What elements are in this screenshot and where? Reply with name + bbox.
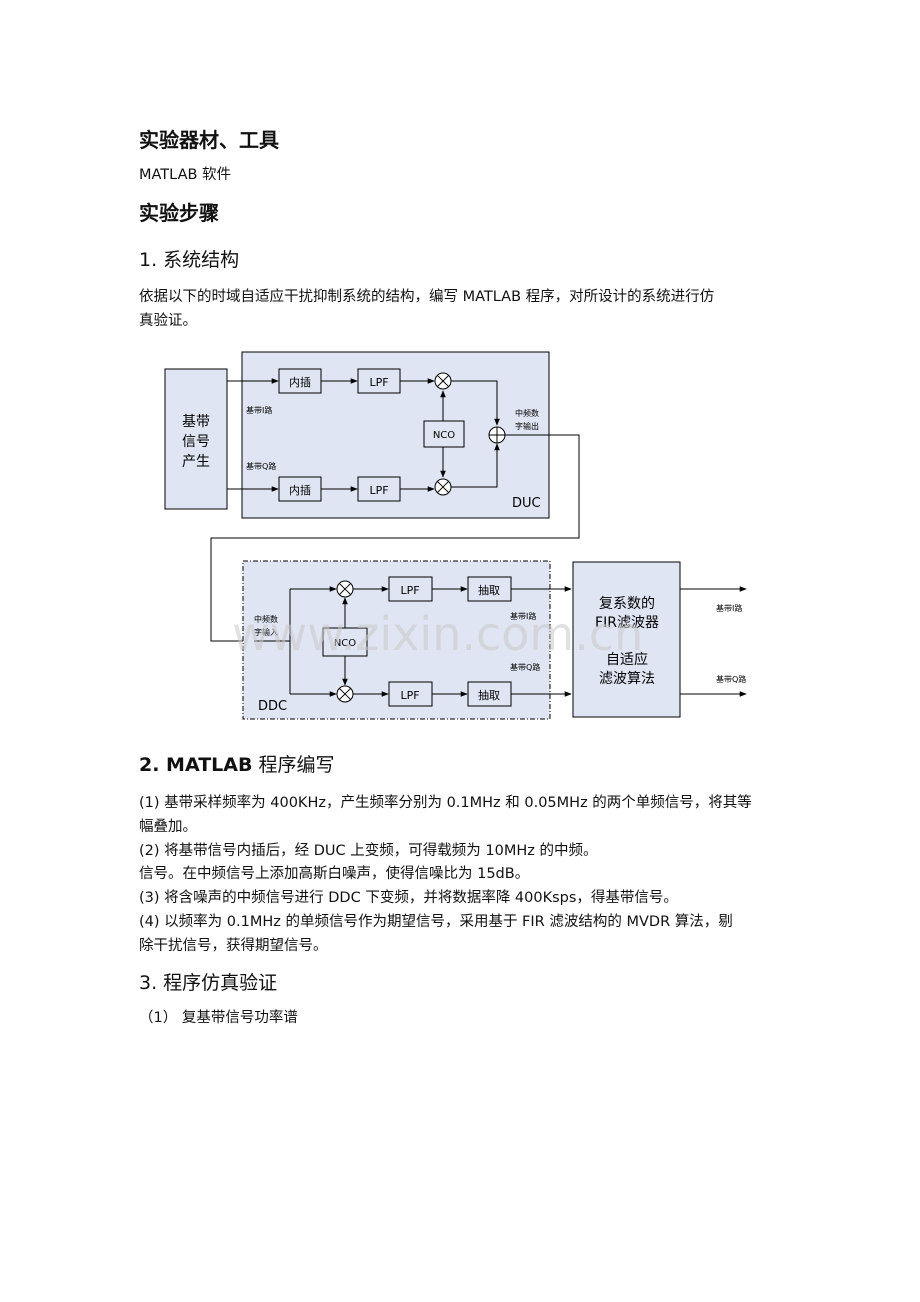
if-input-label-1: 中频数	[254, 614, 278, 624]
duc-lpf-i-block	[357, 368, 401, 394]
fir-label-4: 滤波算法	[599, 671, 655, 687]
step-item-3: (3) 将含噪声的中频信号进行 DDC 下变频，并将数据率降 400Ksps，得…	[139, 890, 678, 906]
output-q-label: 基带Q路	[716, 674, 746, 684]
source-label-1: 基带	[182, 413, 210, 430]
duc-ddc-connector	[210, 434, 580, 642]
duc-nco-label: NCO	[433, 430, 455, 441]
section1-text-line2: 真验证。	[139, 313, 197, 329]
section2-heading-rest: 程序编写	[252, 754, 335, 776]
ddc-baseband-q-label: 基带Q路	[510, 662, 540, 672]
source-label-3: 产生	[182, 454, 210, 470]
duc-baseband-i-label: 基带I路	[246, 405, 272, 415]
ddc-baseband-i-label: 基带I路	[510, 611, 536, 621]
section2-heading: 2. MATLAB 程序编写	[139, 750, 335, 777]
equipment-heading: 实验器材、工具	[139, 128, 279, 152]
ddc-decimate-i-label: 抽取	[478, 583, 500, 597]
duc-mixer-q-icon	[434, 478, 452, 496]
duc-interp-i-block	[278, 368, 322, 394]
ddc-mixer-i-icon	[336, 580, 354, 598]
steps-heading: 实验步骤	[139, 201, 219, 225]
ddc-nco-label: NCO	[334, 638, 356, 649]
duc-mixer-i-icon	[434, 372, 452, 390]
ddc-lpf-i-label: LPF	[400, 584, 419, 597]
ddc-decimate-q-label: 抽取	[478, 688, 500, 702]
output-i-label: 基带I路	[716, 603, 742, 613]
if-input-label-2: 字输入	[254, 627, 278, 637]
ddc-label: DDC	[258, 699, 287, 714]
duc-interp-i-label: 内插	[289, 375, 311, 389]
source-label-2: 信号	[182, 434, 210, 450]
watermark: www.zixin.com.cn	[232, 607, 643, 661]
section1-text-line1: 依据以下的时域自适应干扰抑制系统的结构，编写 MATLAB 程序，对所设计的系统…	[139, 289, 715, 305]
signal-source-block	[164, 368, 228, 510]
duc-lpf-i-label: LPF	[369, 376, 388, 389]
duc-interp-q-label: 内插	[289, 483, 311, 497]
step-item-1-line1: (1) 基带采样频率为 400KHz，产生频率分别为 0.1MHz 和 0.05…	[139, 795, 752, 811]
system-block-diagram: 基带 信号 产生 DUC 基带I路 内插 LPF NCO 基带Q路 内插 LPF…	[164, 351, 747, 720]
section3-heading: 3. 程序仿真验证	[139, 972, 278, 994]
duc-label: DUC	[512, 496, 541, 511]
section1-heading: 1. 系统结构	[139, 249, 240, 271]
fir-label-2: FIR滤波器	[595, 615, 659, 631]
ddc-mixer-q-icon	[336, 685, 354, 703]
duc-lpf-q-block	[357, 476, 401, 502]
equipment-text: MATLAB 软件	[139, 167, 232, 183]
step-item-2-line1: (2) 将基带信号内插后，经 DUC 上变频，可得载频为 10MHz 的中频。	[139, 843, 598, 859]
step-item-4-line2: 除干扰信号，获得期望信号。	[139, 938, 328, 954]
fir-adaptive-block	[572, 561, 681, 718]
fir-label-1: 复系数的	[599, 595, 655, 612]
section2-heading-bold: 2. MATLAB	[139, 754, 253, 776]
step-item-4-line1: (4) 以频率为 0.1MHz 的单频信号作为期望信号，采用基于 FIR 滤波结…	[139, 914, 733, 930]
duc-interp-q-block	[278, 476, 322, 502]
duc-lpf-q-label: LPF	[369, 484, 388, 497]
ddc-lpf-q-label: LPF	[400, 689, 419, 702]
if-output-label-1: 中频数	[515, 408, 539, 418]
duc-baseband-q-label: 基带Q路	[246, 461, 276, 471]
ddc-lpf-q-block	[388, 681, 433, 707]
duc-nco-block	[423, 420, 465, 448]
section3-item-1: （1） 复基带信号功率谱	[139, 1010, 298, 1026]
fir-label-3: 自适应	[606, 651, 648, 668]
adder-icon	[488, 426, 506, 444]
step-item-2-line2: 信号。在中频信号上添加高斯白噪声，使得信噪比为 15dB。	[139, 866, 530, 882]
if-output-label-2: 字输出	[515, 421, 539, 431]
ddc-decimate-i-block	[467, 576, 512, 602]
ddc-decimate-q-block	[467, 681, 512, 707]
step-item-1-line2: 幅叠加。	[139, 819, 197, 835]
ddc-lpf-i-block	[388, 576, 433, 602]
